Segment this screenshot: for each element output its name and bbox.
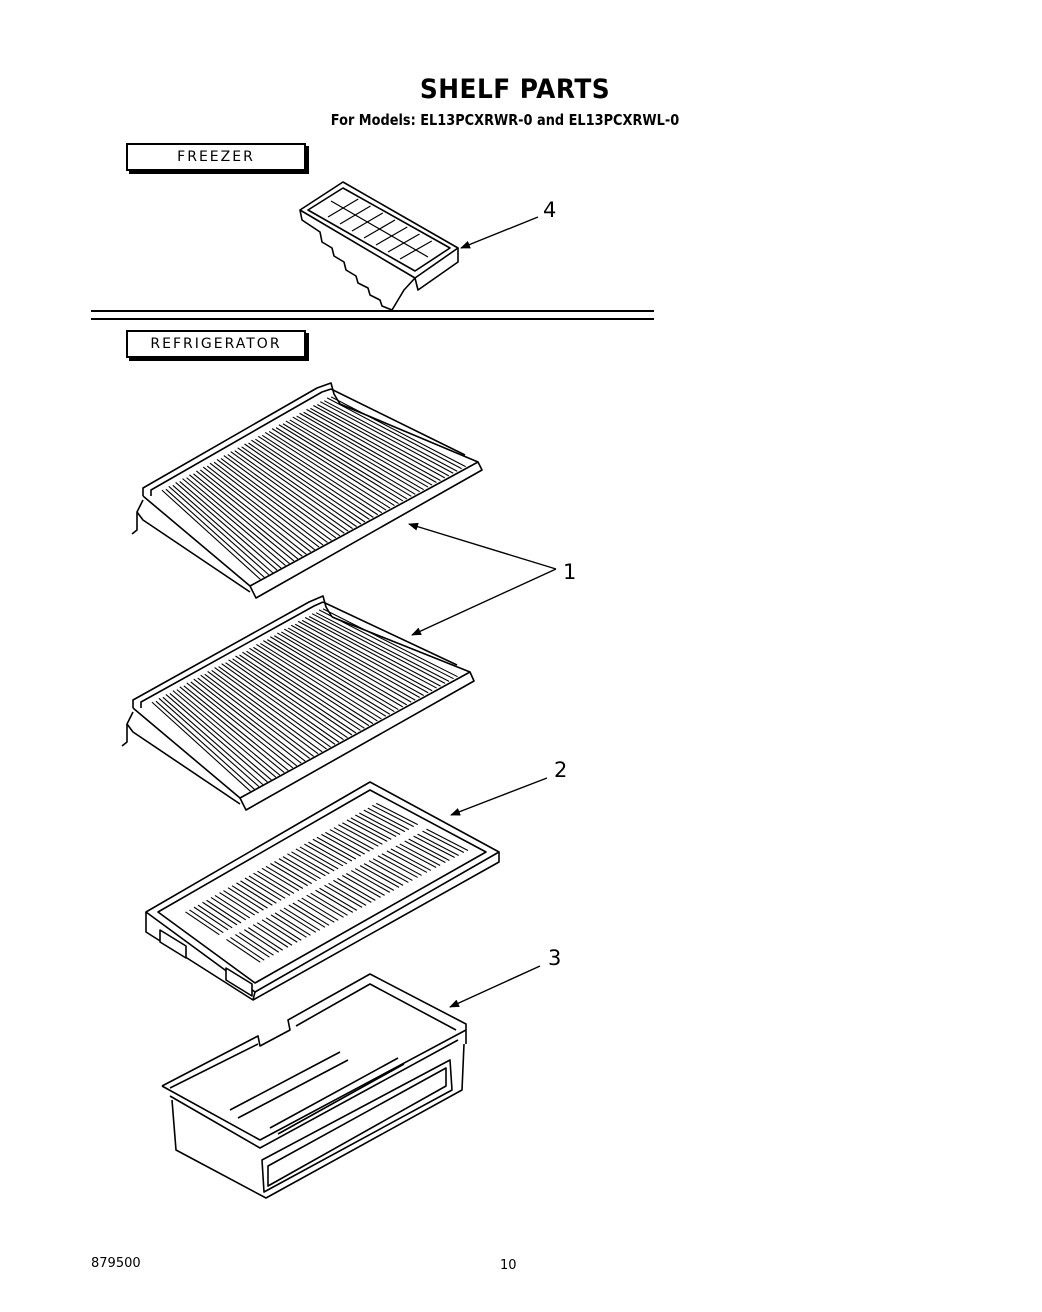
wire-shelf-lower-drawing	[122, 596, 474, 810]
callout-leader-1b	[411, 569, 556, 635]
callout-leader-2	[450, 778, 547, 815]
page-title: SHELF PARTS	[419, 74, 611, 105]
document-number: 879500	[91, 1256, 141, 1271]
callout-leader-4	[460, 217, 538, 248]
crisper-cover-drawing	[146, 782, 499, 1000]
section-divider-bottom	[91, 318, 654, 320]
wire-shelf-upper-drawing	[132, 383, 482, 598]
callout-number-4: 4	[543, 198, 557, 222]
section-divider-top	[91, 310, 654, 312]
freezer-section-label: FREEZER	[126, 143, 306, 171]
callout-leader-1a	[408, 522, 556, 569]
ice-tray-drawing	[300, 182, 458, 310]
refrigerator-section-label: REFRIGERATOR	[126, 330, 306, 358]
callout-number-2: 2	[554, 758, 568, 782]
callout-number-1: 1	[563, 560, 577, 584]
callout-leader-3	[449, 966, 540, 1007]
crisper-pan-drawing	[162, 974, 466, 1198]
callout-number-3: 3	[548, 946, 562, 970]
page-number: 10	[500, 1258, 517, 1273]
models-subtitle: For Models: EL13PCXRWR-0 and EL13PCXRWL-…	[330, 111, 680, 129]
